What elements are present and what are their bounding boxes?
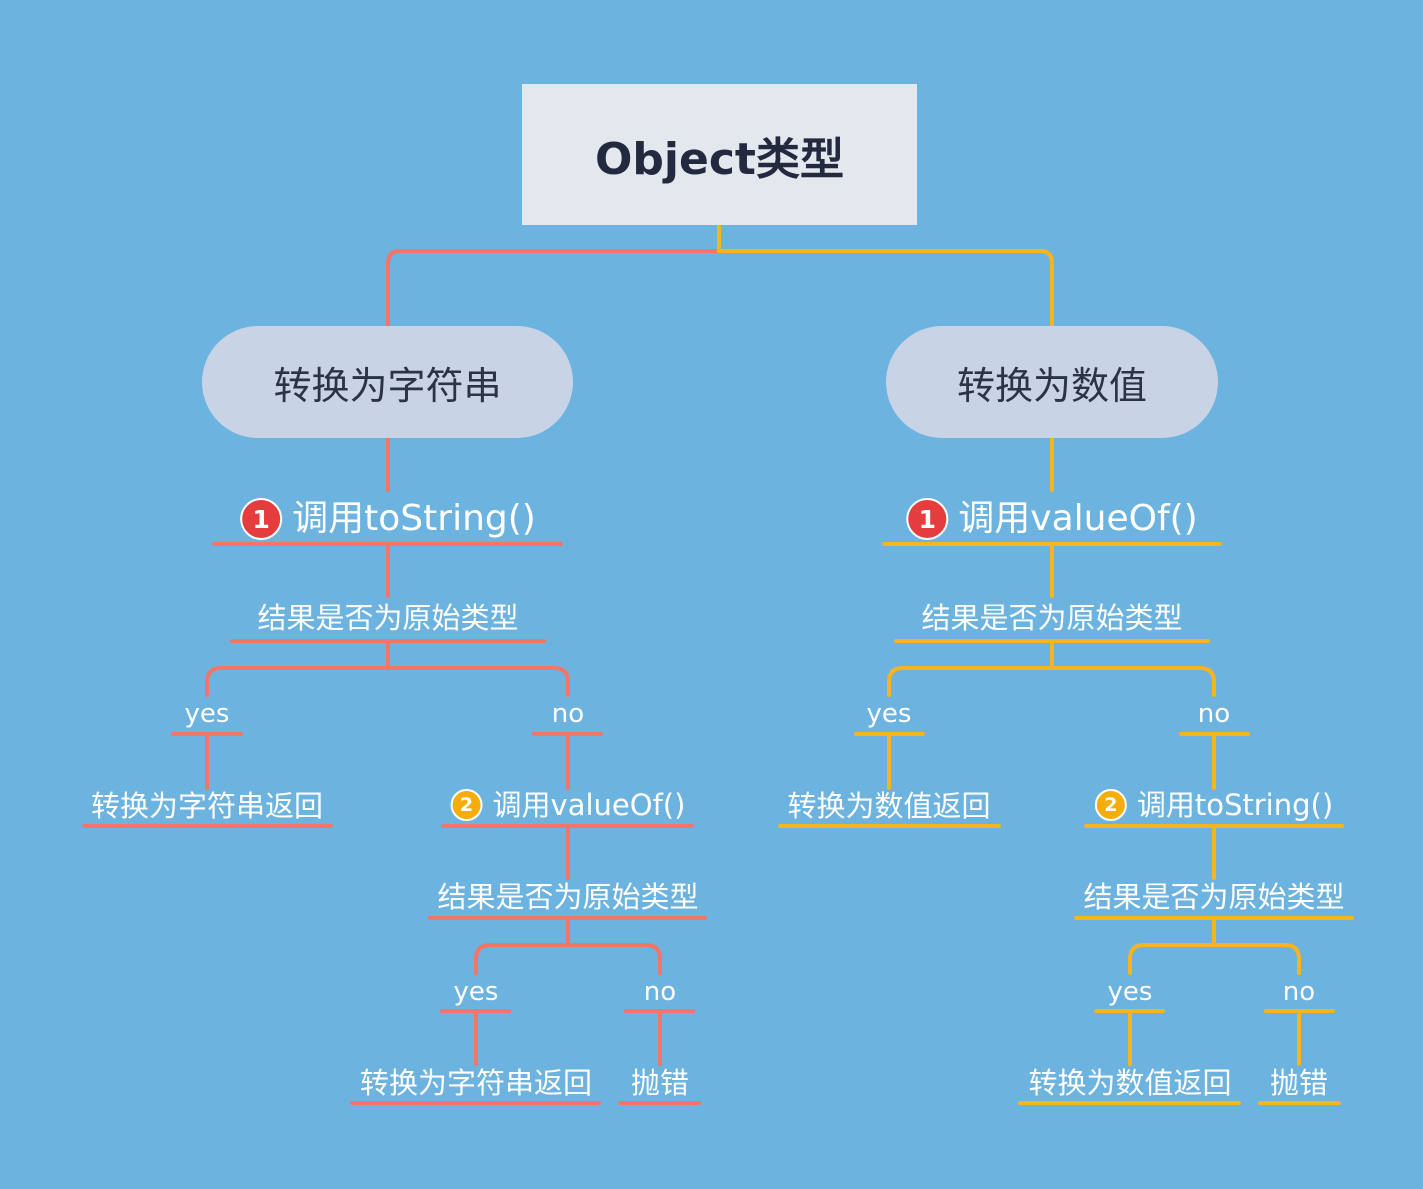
right-branch-lines	[717, 223, 1354, 1105]
right-check2-label: 结果是否为原始类型	[1083, 880, 1345, 914]
left-step1-node: 1 调用toString()	[240, 498, 536, 540]
left-check1-label: 结果是否为原始类型	[257, 601, 519, 635]
right-yes1-result-node: 转换为数值返回	[787, 792, 990, 821]
right-step2-label: 调用toString()	[1136, 787, 1334, 822]
right-yes2-result-node: 转换为数值返回	[1028, 1069, 1231, 1098]
number-conversion-node: 转换为数值	[886, 326, 1218, 438]
left-branch-lines	[82, 249, 721, 1105]
number-conversion-title: 转换为数值	[956, 363, 1147, 408]
left-check1-node: 结果是否为原始类型	[257, 604, 518, 633]
step-2-badge-icon: 2	[1094, 789, 1127, 821]
right-yes2-label: yes	[1107, 977, 1153, 1007]
left-yes2-label: yes	[453, 977, 499, 1007]
left-yes2-node: yes	[454, 979, 499, 1005]
left-yes2-result-node: 转换为字符串返回	[360, 1069, 592, 1098]
left-yes1-label: yes	[184, 699, 230, 729]
right-no2-node: no	[1283, 979, 1315, 1005]
left-no1-label: no	[551, 699, 585, 729]
right-no2-result-label: 抛错	[1269, 1066, 1329, 1100]
left-no1-node: no	[552, 701, 584, 727]
right-yes1-node: yes	[867, 701, 912, 727]
string-conversion-node: 转换为字符串	[202, 326, 573, 438]
right-check1-node: 结果是否为原始类型	[921, 604, 1182, 633]
right-yes2-result-label: 转换为数值返回	[1028, 1066, 1232, 1100]
right-no1-node: no	[1198, 701, 1230, 727]
right-no2-label: no	[1282, 977, 1316, 1007]
right-yes1-label: yes	[866, 699, 912, 729]
left-yes1-result-node: 转换为字符串返回	[91, 792, 323, 821]
right-no2-result-node: 抛错	[1270, 1069, 1328, 1098]
right-check1-label: 结果是否为原始类型	[921, 601, 1183, 635]
root-label: Object类型	[595, 133, 844, 185]
left-yes1-result-label: 转换为字符串返回	[90, 789, 324, 823]
step-2-badge-icon: 2	[450, 789, 483, 821]
right-check2-node: 结果是否为原始类型	[1083, 883, 1344, 912]
right-yes1-result-label: 转换为数值返回	[787, 789, 991, 823]
right-step1-label: 调用valueOf()	[958, 498, 1198, 539]
left-step2-label: 调用valueOf()	[492, 787, 686, 822]
left-no2-label: no	[643, 977, 677, 1007]
right-step1-node: 1 调用valueOf()	[906, 498, 1198, 540]
left-step1-label: 调用toString()	[292, 498, 536, 539]
string-conversion-title: 转换为字符串	[273, 363, 502, 408]
root-node: Object类型	[522, 84, 917, 225]
step-1-badge-icon: 1	[240, 498, 283, 540]
left-check2-node: 结果是否为原始类型	[437, 883, 698, 912]
left-no2-result-label: 抛错	[630, 1066, 690, 1100]
right-no1-label: no	[1197, 699, 1231, 729]
left-no2-result-node: 抛错	[631, 1069, 689, 1098]
right-step2-node: 2 调用toString()	[1094, 787, 1334, 822]
left-yes1-node: yes	[185, 701, 230, 727]
right-yes2-node: yes	[1108, 979, 1153, 1005]
left-step2-node: 2 调用valueOf()	[450, 787, 686, 822]
left-yes2-result-label: 转换为字符串返回	[359, 1066, 593, 1100]
left-check2-label: 结果是否为原始类型	[437, 880, 699, 914]
step-1-badge-icon: 1	[906, 498, 949, 540]
left-no2-node: no	[644, 979, 676, 1005]
